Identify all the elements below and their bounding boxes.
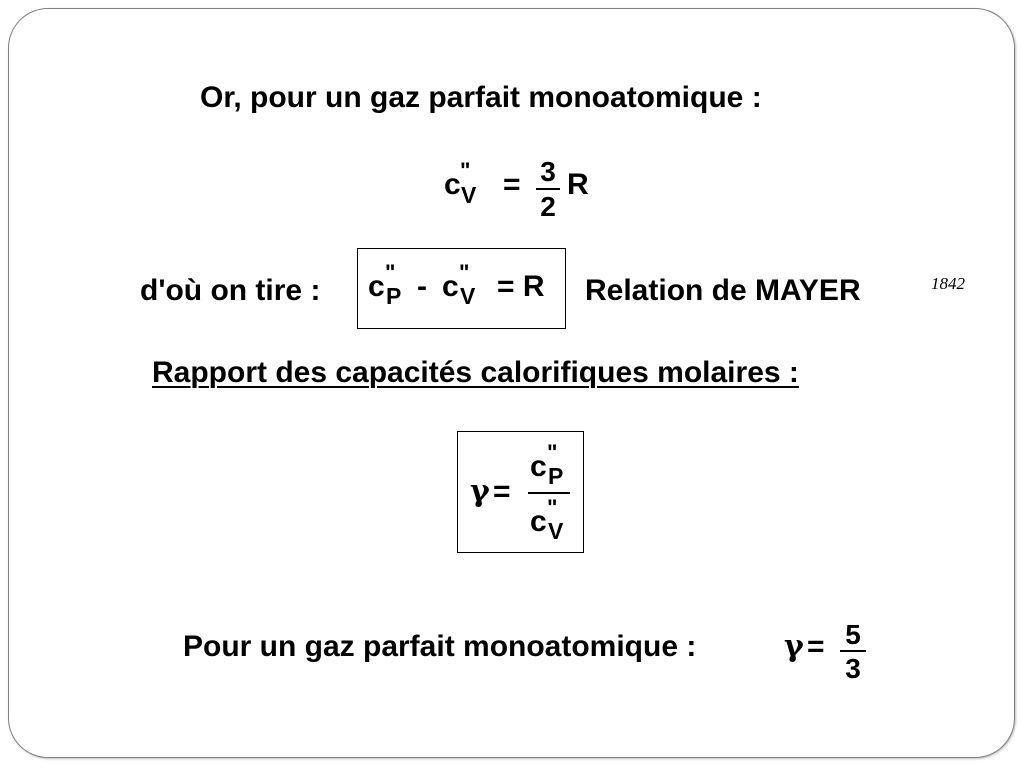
mayer-label: Relation de MAYER xyxy=(585,274,861,307)
gamma-equals: = xyxy=(493,475,511,508)
cv-fraction-bar xyxy=(536,188,560,190)
final-gamma: γ xyxy=(784,629,804,664)
mayer-cv-symbol: c xyxy=(442,270,459,303)
gamma-box xyxy=(457,431,584,553)
gamma-num-c: c xyxy=(530,450,547,483)
cv-denominator: 2 xyxy=(540,191,556,222)
mayer-cv-prime: " xyxy=(459,260,470,285)
mayer-cp-prime: " xyxy=(385,260,396,285)
final-equals: = xyxy=(807,630,825,663)
final-denominator: 3 xyxy=(845,653,861,684)
cv-double-prime: " xyxy=(460,158,471,183)
gamma-symbol: γ xyxy=(470,474,490,509)
gamma-num-prime: " xyxy=(547,440,558,465)
gamma-den-c: c xyxy=(530,505,547,538)
mayer-minus: - xyxy=(417,270,427,303)
mayer-cp-subscript: P xyxy=(386,283,402,309)
final-numerator: 5 xyxy=(845,619,861,650)
mayer-cv-subscript: V xyxy=(460,283,476,309)
cv-symbol: c xyxy=(444,168,461,201)
mayer-year: 1842 xyxy=(931,274,965,293)
gamma-num-sub: P xyxy=(548,463,564,489)
gamma-fraction-bar xyxy=(528,492,570,494)
mayer-lead: d'où on tire : xyxy=(140,274,321,307)
cv-equals: = xyxy=(503,168,521,201)
mayer-cp-symbol: c xyxy=(368,270,385,303)
mayer-equals-r: = R xyxy=(497,270,545,303)
gamma-den-sub: V xyxy=(548,518,564,544)
mayer-box xyxy=(357,248,566,329)
final-fraction-bar xyxy=(840,650,866,652)
cv-subscript: V xyxy=(461,182,477,208)
ratio-heading: Rapport des capacités calorifiques molai… xyxy=(152,356,799,389)
slide-title: Or, pour un gaz parfait monoatomique : xyxy=(200,81,762,114)
gamma-den-prime: " xyxy=(547,495,558,520)
slide-frame xyxy=(8,8,1015,758)
cv-numerator: 3 xyxy=(540,156,556,187)
final-text: Pour un gaz parfait monoatomique : xyxy=(183,630,697,663)
cv-rhs: R xyxy=(567,168,589,201)
